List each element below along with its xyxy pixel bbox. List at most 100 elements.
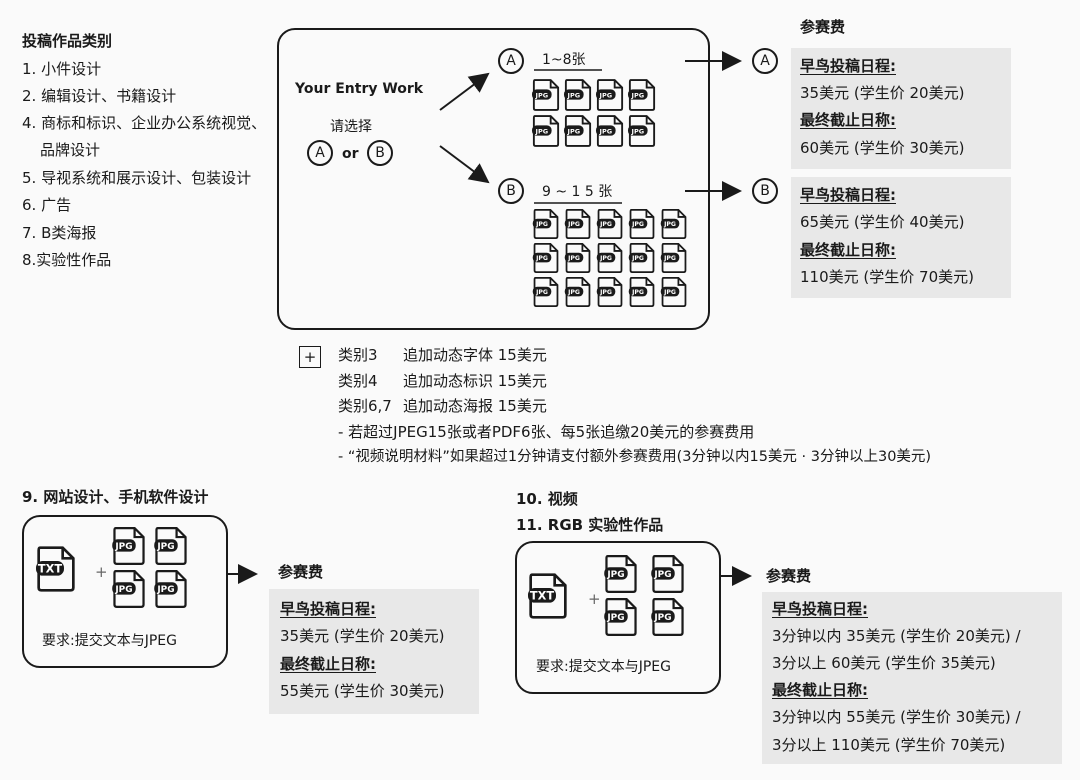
option-b-range: 9 ~ 1 5 张 xyxy=(542,184,613,200)
file-icon: JPG xyxy=(660,277,687,307)
section10-fee-title: 参赛费 xyxy=(766,567,812,585)
svg-text:TXT: TXT xyxy=(530,588,554,602)
addon-desc: 追加动态海报 15美元 xyxy=(403,397,547,415)
file-icon: JPG xyxy=(651,598,684,636)
fee-a-final-fee: 60美元 (学生价 30美元) xyxy=(800,139,965,157)
file-icon: JPG xyxy=(564,115,592,147)
svg-text:JPG: JPG xyxy=(535,289,548,296)
section10-final-fee-1: 3分钟以内 55美元 (学生价 30美元) / xyxy=(772,708,1021,726)
svg-text:JPG: JPG xyxy=(663,255,676,262)
plus-sign: + xyxy=(588,590,601,608)
fee-a-early-fee: 35美元 (学生价 20美元) xyxy=(800,84,965,102)
section9-requirement: 要求:提交文本与JPEG xyxy=(42,633,177,649)
svg-text:JPG: JPG xyxy=(599,255,612,262)
svg-text:JPG: JPG xyxy=(156,585,174,595)
entry-title: Your Entry Work xyxy=(295,81,424,97)
category-item: 6. 广告 xyxy=(22,196,72,214)
option-b-badge: B xyxy=(367,140,393,166)
file-icon: JPG xyxy=(628,243,655,273)
category-item: 8.实验性作品 xyxy=(22,251,112,269)
file-icon: JPG xyxy=(596,79,624,111)
section10-early-fee-2: 3分以上 60美元 (学生价 35美元) xyxy=(772,654,996,672)
file-icon: JPG xyxy=(660,243,687,273)
file-icon: JPG xyxy=(112,527,145,565)
fee-b-early-label: 早鸟投稿日程: xyxy=(800,186,896,204)
svg-text:JPG: JPG xyxy=(663,289,676,296)
addon-desc: 追加动态标识 15美元 xyxy=(403,372,547,390)
section10-requirement: 要求:提交文本与JPEG xyxy=(536,659,671,675)
categories-title: 投稿作品类别 xyxy=(22,32,113,50)
section9-final-fee: 55美元 (学生价 30美元) xyxy=(280,682,445,700)
option-a-badge: A xyxy=(307,140,333,166)
svg-text:JPG: JPG xyxy=(535,221,548,228)
file-icon: JPG xyxy=(564,209,591,239)
fee-b-early-fee: 65美元 (学生价 40美元) xyxy=(800,213,965,231)
svg-text:JPG: JPG xyxy=(653,613,671,623)
category-item: 1. 小件设计 xyxy=(22,60,102,78)
file-icon: JPG xyxy=(596,115,624,147)
file-icon: JPG xyxy=(112,570,145,608)
section10-final-label: 最终截止日称: xyxy=(772,681,868,699)
svg-text:JPG: JPG xyxy=(567,127,581,135)
fee-b-final-fee: 110美元 (学生价 70美元) xyxy=(800,268,974,286)
fee-a-early-label: 早鸟投稿日程: xyxy=(800,57,896,75)
file-icon: JPG xyxy=(532,79,560,111)
svg-text:JPG: JPG xyxy=(599,91,613,99)
section9-early-label: 早鸟投稿日程: xyxy=(280,600,376,618)
file-icon: JPG xyxy=(564,277,591,307)
section9-early-fee: 35美元 (学生价 20美元) xyxy=(280,627,445,645)
addon-desc: 追加动态字体 15美元 xyxy=(403,346,547,364)
svg-text:JPG: JPG xyxy=(599,289,612,296)
file-icon: JPG xyxy=(154,570,187,608)
svg-text:JPG: JPG xyxy=(663,221,676,228)
svg-text:JPG: JPG xyxy=(567,289,580,296)
fee-b-box xyxy=(791,177,1011,298)
svg-text:JPG: JPG xyxy=(599,127,613,135)
section10-early-label: 早鸟投稿日程: xyxy=(772,600,868,618)
file-icon: JPG xyxy=(660,209,687,239)
file-icon: JPG xyxy=(604,555,637,593)
txt-file-icon: TXT xyxy=(528,573,568,623)
svg-text:JPG: JPG xyxy=(535,255,548,262)
file-icon: JPG xyxy=(564,243,591,273)
section9-final-label: 最终截止日称: xyxy=(280,655,376,673)
category-item: 品牌设计 xyxy=(40,141,101,159)
fees-title: 参赛费 xyxy=(800,18,846,36)
svg-text:JPG: JPG xyxy=(631,127,645,135)
section10-final-fee-2: 3分以上 110美元 (学生价 70美元) xyxy=(772,736,1006,754)
option-a-range: 1~8张 xyxy=(542,52,586,68)
section9-jpg-grid: JPG JPG JPG JPG xyxy=(112,527,188,608)
svg-text:JPG: JPG xyxy=(156,542,174,552)
file-icon: JPG xyxy=(596,277,623,307)
plus-sign: + xyxy=(95,563,108,581)
category-item: 5. 导视系统和展示设计、包装设计 xyxy=(22,169,252,187)
section9-fee-box xyxy=(269,589,479,714)
option-b-file-grid: JPG JPG JPG JPG JPG JPG JPG JPG JPG JPG JPG JPG JPG J… xyxy=(532,209,688,307)
svg-text:JPG: JPG xyxy=(535,91,549,99)
svg-text:JPG: JPG xyxy=(567,91,581,99)
addon-note: - “视频说明材料”如果超过1分钟请支付额外参赛费用(3分钟以内15美元 · 3… xyxy=(338,449,932,465)
section10-title: 10. 视频 xyxy=(516,490,578,508)
addon-category: 类别4 xyxy=(338,372,378,390)
file-icon: JPG xyxy=(564,79,592,111)
file-icon: JPG xyxy=(628,79,656,111)
svg-text:JPG: JPG xyxy=(606,613,624,623)
file-icon: JPG xyxy=(628,277,655,307)
file-icon: JPG xyxy=(532,209,559,239)
svg-text:JPG: JPG xyxy=(631,255,644,262)
file-icon: JPG xyxy=(651,555,684,593)
svg-text:JPG: JPG xyxy=(653,570,671,580)
svg-text:JPG: JPG xyxy=(631,221,644,228)
or-label: or xyxy=(342,146,359,162)
fee-a-letter: A xyxy=(752,48,778,74)
file-icon: JPG xyxy=(532,277,559,307)
file-icon: JPG xyxy=(154,527,187,565)
file-icon: JPG xyxy=(628,115,656,147)
file-icon: TXT xyxy=(36,546,75,592)
svg-text:JPG: JPG xyxy=(631,91,645,99)
svg-text:JPG: JPG xyxy=(567,255,580,262)
svg-text:JPG: JPG xyxy=(114,542,132,552)
category-item: 7. B类海报 xyxy=(22,224,97,242)
section9-fee-title: 参赛费 xyxy=(278,563,324,581)
